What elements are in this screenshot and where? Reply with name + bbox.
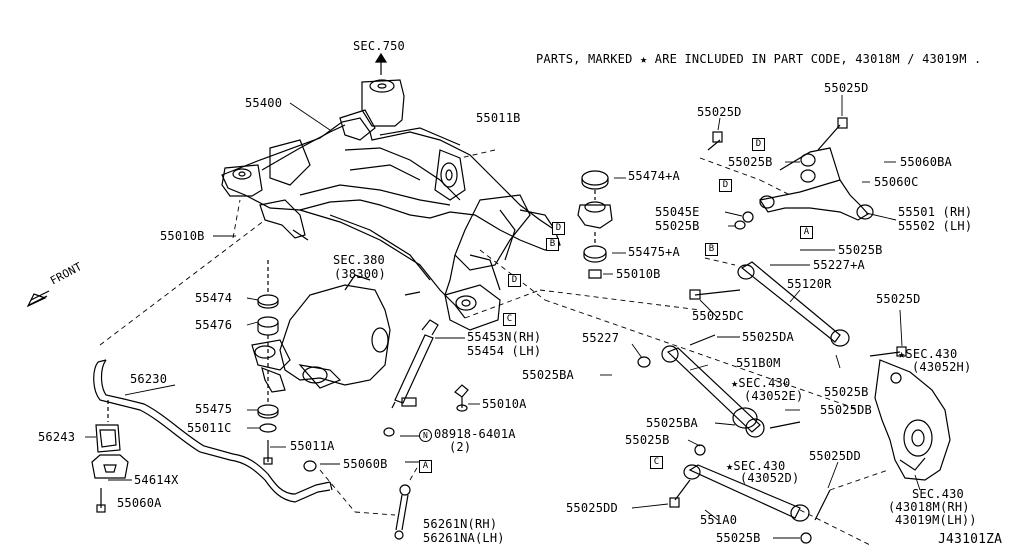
part-55501[interactable]: 55501 (RH) xyxy=(898,205,973,219)
sec380-sub-label: (38300) xyxy=(334,267,386,281)
parts-note: PARTS, MARKED ★ ARE INCLUDED IN PART COD… xyxy=(536,52,982,66)
sec430-3[interactable]: ★SEC.430 xyxy=(726,459,786,473)
leader-lines xyxy=(99,149,889,546)
stabilizer-bushing xyxy=(91,400,129,513)
sec430-1-sub: (43052H) xyxy=(912,360,972,374)
part-55011a[interactable]: 55011A xyxy=(290,439,335,453)
callout-d-2: D xyxy=(508,274,521,287)
callout-b-1: B xyxy=(546,238,559,251)
upper-link-arm xyxy=(707,117,874,230)
diagram-id: J43101ZA xyxy=(938,532,1003,547)
front-arrow-icon xyxy=(26,290,50,308)
sec430-2-sub: (43052E) xyxy=(744,389,804,403)
part-55454[interactable]: 55454 (LH) xyxy=(467,344,542,358)
nut-qty: (2) xyxy=(449,440,472,454)
part-55060c[interactable]: 55060C xyxy=(874,175,919,189)
sec380-label[interactable]: SEC.380 xyxy=(333,253,385,267)
nut-code: 08918-6401A xyxy=(434,427,516,441)
sec430-4-b: 43019M(LH)) xyxy=(895,513,977,527)
part-56230[interactable]: 56230 xyxy=(130,372,168,386)
part-55400[interactable]: 55400 xyxy=(245,96,283,110)
sec430-1[interactable]: ★SEC.430 xyxy=(898,347,958,361)
part-55025ba-2[interactable]: 55025BA xyxy=(646,416,698,430)
stabilizer-bar xyxy=(93,359,333,503)
callout-d-1: D xyxy=(552,222,565,235)
part-55045e[interactable]: 55045E xyxy=(655,205,700,219)
shock-absorber xyxy=(383,319,469,437)
part-55010b-right[interactable]: 55010B xyxy=(616,267,661,281)
callout-a-2: A xyxy=(800,226,813,239)
lateral-link-middle xyxy=(637,334,801,438)
callout-d-4: D xyxy=(719,179,732,192)
part-55025b-1[interactable]: 55025B xyxy=(728,155,773,169)
part-551b0m[interactable]: 551B0M xyxy=(736,356,781,370)
mount-stack-left xyxy=(257,260,279,465)
suspension-member xyxy=(221,109,561,331)
n-circle-icon: N xyxy=(419,429,432,442)
label-leaders xyxy=(85,95,921,539)
part-55120r[interactable]: 55120R xyxy=(787,277,832,291)
callout-b-2: B xyxy=(705,243,718,256)
part-55025d-mid[interactable]: 55025D xyxy=(876,292,921,306)
part-55227[interactable]: 55227 xyxy=(582,331,620,345)
part-55025b-3[interactable]: 55025B xyxy=(838,243,883,257)
differential-carrier xyxy=(251,274,421,393)
part-551a0[interactable]: 551A0 xyxy=(700,513,738,527)
sec430-4-a: (43018M(RH) xyxy=(888,500,970,514)
part-55011b[interactable]: 55011B xyxy=(476,111,521,125)
part-55025b-4[interactable]: 55025B xyxy=(824,385,869,399)
part-55474a[interactable]: 55474+A xyxy=(628,169,680,183)
callout-c-1: C xyxy=(503,313,516,326)
part-55453n[interactable]: 55453N(RH) xyxy=(467,330,542,344)
callout-d-3: D xyxy=(752,138,765,151)
part-55025d-top[interactable]: 55025D xyxy=(697,105,742,119)
part-55060a[interactable]: 55060A xyxy=(117,496,162,510)
part-55010b-left[interactable]: 55010B xyxy=(160,229,205,243)
part-55060b[interactable]: 55060B xyxy=(343,457,388,471)
part-55025db[interactable]: 55025DB xyxy=(820,403,872,417)
part-55025dc[interactable]: 55025DC xyxy=(692,309,744,323)
sec430-4[interactable]: SEC.430 xyxy=(912,487,964,501)
part-55025da[interactable]: 55025DA xyxy=(742,330,794,344)
upper-mount-bushing xyxy=(361,79,405,127)
sec750-label[interactable]: SEC.750 xyxy=(353,39,405,53)
part-55475a[interactable]: 55475+A xyxy=(628,245,680,259)
part-56261na[interactable]: 56261NA(LH) xyxy=(423,531,505,545)
part-56243[interactable]: 56243 xyxy=(38,430,76,444)
part-55011c[interactable]: 55011C xyxy=(187,421,232,435)
mount-stack-right xyxy=(577,170,613,279)
part-55060ba[interactable]: 55060BA xyxy=(900,155,952,169)
sec430-2[interactable]: ★SEC.430 xyxy=(731,376,791,390)
part-55502[interactable]: 55502 (LH) xyxy=(898,219,973,233)
part-55025ba-1[interactable]: 55025BA xyxy=(522,368,574,382)
sec430-3-sub: (43052D) xyxy=(740,471,800,485)
part-55025dd-1[interactable]: 55025DD xyxy=(809,449,861,463)
part-55025b-6[interactable]: 55025B xyxy=(716,531,761,545)
part-55025dd-2[interactable]: 55025DD xyxy=(566,501,618,515)
part-55025d-top2[interactable]: 55025D xyxy=(824,81,869,95)
sec750-arrow-icon xyxy=(374,52,388,75)
part-55025b-2[interactable]: 55025B xyxy=(655,219,700,233)
rear-knuckle xyxy=(869,346,951,481)
lateral-link-lower xyxy=(669,444,831,544)
callout-c-2: C xyxy=(650,456,663,469)
part-54614x[interactable]: 54614X xyxy=(134,473,179,487)
part-55010a[interactable]: 55010A xyxy=(482,397,527,411)
callout-a-1: A xyxy=(419,460,432,473)
part-55025b-5[interactable]: 55025B xyxy=(625,433,670,447)
part-55476[interactable]: 55476 xyxy=(195,318,233,332)
stabilizer-link xyxy=(303,460,411,540)
part-56261n[interactable]: 56261N(RH) xyxy=(423,517,498,531)
part-55474[interactable]: 55474 xyxy=(195,291,233,305)
part-55475[interactable]: 55475 xyxy=(195,402,233,416)
lateral-link-upper xyxy=(689,261,850,347)
part-55227a[interactable]: 55227+A xyxy=(813,258,865,272)
